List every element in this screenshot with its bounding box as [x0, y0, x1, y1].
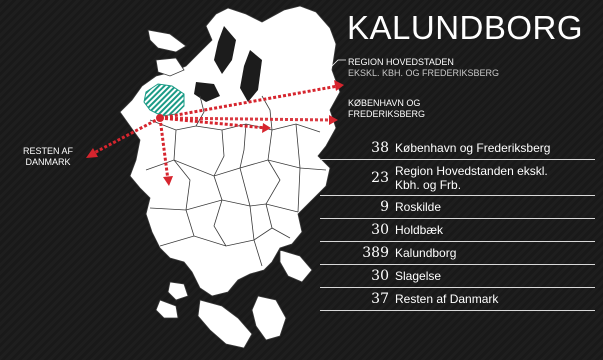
row-value: 23: [371, 169, 389, 186]
row-label: Region Hovedstanden ekskl. Kbh. og Frb.: [395, 160, 595, 196]
legend-kbh-line2: FREDERIKSBERG: [348, 109, 426, 119]
municipality-borders: [145, 95, 327, 267]
row-label: Slagelse: [395, 269, 442, 283]
legend-kbh-line1: KØBENHAVN OG: [348, 98, 421, 108]
falster-island: [251, 295, 287, 341]
isefjord-bay: [214, 26, 236, 74]
map-title: KALUNDBORG: [347, 9, 584, 46]
row-label: Kalundborg: [395, 246, 457, 260]
table-row: 38 København og Frederiksberg: [320, 137, 595, 160]
table-row: 9 Roskilde: [320, 196, 595, 219]
legend-region-line1: REGION HOVEDSTADEN: [348, 57, 454, 67]
commuter-table: 38 København og Frederiksberg 23 Region …: [320, 137, 595, 311]
small-island: [155, 299, 179, 319]
small-island: [167, 281, 189, 301]
resten-label-line2: DANMARK: [25, 157, 71, 167]
row-label: København og Frederiksberg: [395, 141, 551, 155]
row-value: 30: [371, 268, 389, 284]
flow-arrows: [86, 80, 344, 186]
row-label: Roskilde: [395, 200, 442, 214]
row-value: 37: [371, 291, 389, 307]
table-row: 23 Region Hovedstanden ekskl. Kbh. og Fr…: [320, 160, 595, 196]
table-row: 30 Slagelse: [320, 265, 595, 288]
row-value: 9: [380, 199, 389, 215]
table-row: 37 Resten af Danmark: [320, 288, 595, 311]
legend-pointer-lines: [329, 59, 346, 69]
row-label-line2: Kbh. og Frb.: [395, 177, 462, 192]
lolland-island: [197, 299, 253, 349]
zealand-landmass: [119, 5, 341, 297]
row-value: 30: [371, 222, 389, 238]
row-label-line1: Region Hovedstanden ekskl.: [395, 163, 548, 178]
legend-region-line2: EKSKL. KBH. OG FREDERIKSBERG: [348, 68, 500, 78]
resten-label: RESTEN AF DANMARK: [18, 146, 78, 168]
odsherred-tip: [147, 29, 187, 53]
table-row: 30 Holdbæk: [320, 219, 595, 242]
row-label: Holdbæk: [395, 223, 444, 237]
resten-label-line1: RESTEN AF: [22, 146, 73, 156]
row-value: 38: [371, 140, 389, 156]
kalundborg-highlight: [143, 83, 185, 117]
roskilde-fjord: [240, 50, 262, 102]
row-label: Resten af Danmark: [395, 292, 499, 306]
mon-island: [279, 249, 313, 283]
table-row: 389 Kalundborg: [320, 242, 595, 265]
row-value: 389: [362, 245, 389, 261]
odsherred-peninsula: [155, 57, 185, 77]
